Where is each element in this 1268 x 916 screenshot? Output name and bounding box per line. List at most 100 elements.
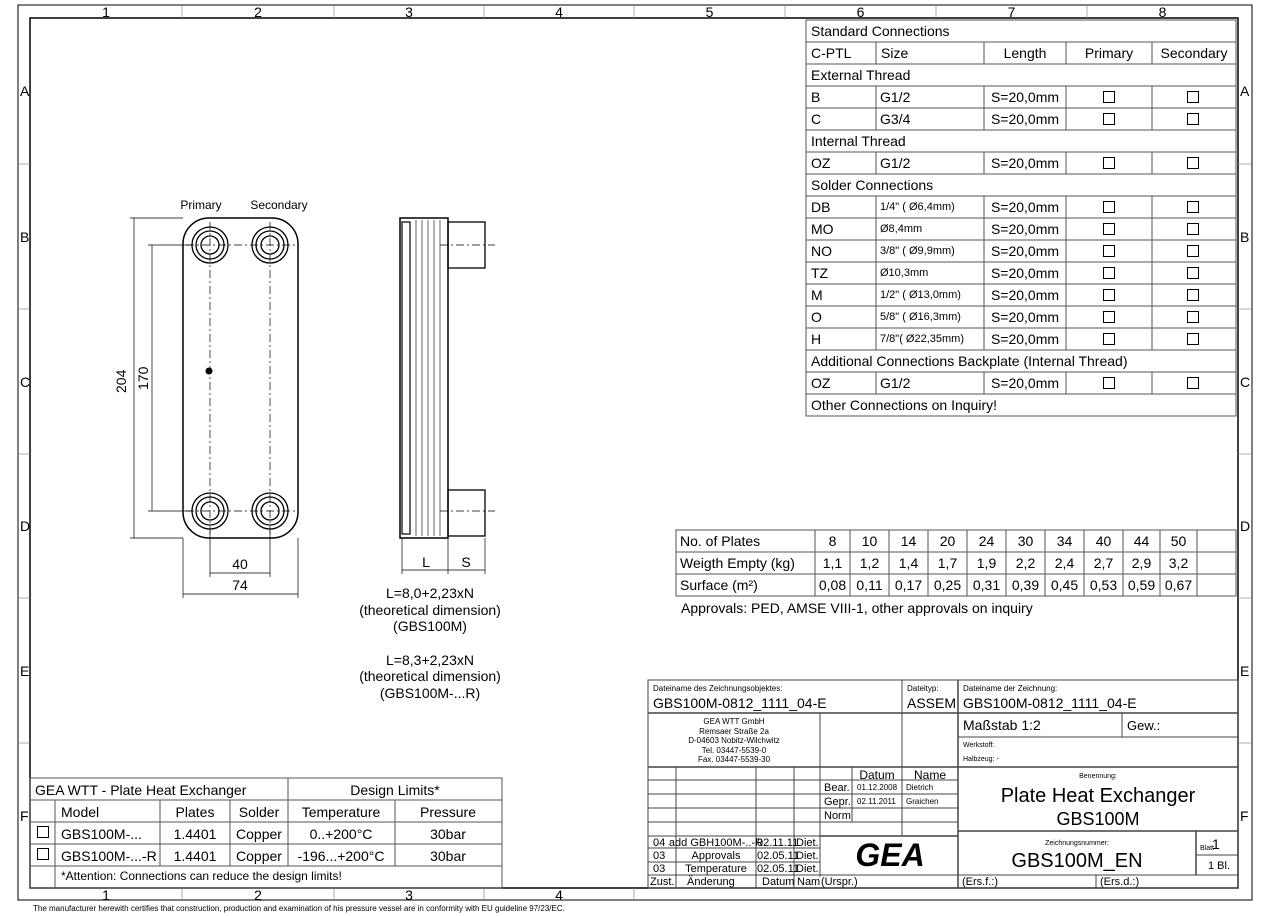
connection-size: 5/8" ( Ø16,3mm) — [880, 311, 961, 323]
plates-cell: 0,08 — [818, 577, 847, 593]
connection-length: S=20,0mm — [990, 199, 1060, 215]
frame-row-label: D — [20, 518, 31, 534]
connection-length: S=20,0mm — [990, 221, 1060, 237]
designation-label: Benennung: — [1079, 773, 1117, 780]
secondary-checkbox[interactable] — [1187, 377, 1199, 389]
gea-logo: GEA — [855, 837, 924, 873]
plates-row-label: Weigth Empty (kg) — [680, 555, 795, 571]
select-checkbox[interactable] — [37, 848, 49, 860]
column-header: Primary — [1084, 45, 1134, 61]
col-temperature: Temperature — [301, 804, 381, 820]
name-header: Name — [913, 768, 947, 782]
label-primary: Primary — [180, 198, 222, 212]
plates-cell: 30 — [1017, 533, 1034, 549]
drawing-subtitle: GBS100M — [1056, 809, 1140, 829]
connection-code: M — [811, 287, 823, 303]
plates-cell: 8 — [828, 533, 837, 549]
primary-checkbox[interactable] — [1103, 113, 1115, 125]
address-line: Fax. 03447-5539-30 — [697, 755, 771, 764]
note-line: (theoretical dimension) — [359, 668, 501, 684]
revision-state: 03 — [653, 850, 666, 862]
connection-size: G1/2 — [880, 155, 911, 171]
cell: Copper — [236, 848, 282, 864]
frame-column-label: 1 — [102, 4, 110, 20]
cell: -196...+200°C — [297, 848, 385, 864]
plates-cell: 20 — [939, 533, 956, 549]
primary-checkbox[interactable] — [1103, 377, 1115, 389]
col-pressure: Pressure — [419, 804, 477, 820]
connection-length: S=20,0mm — [990, 375, 1060, 391]
frame-column-label: 4 — [555, 887, 563, 903]
drawing-filename: GBS100M-0812_1111_04-E — [963, 695, 1137, 711]
revision-name: Diet. — [796, 837, 819, 849]
plates-cell: 1,7 — [937, 555, 958, 571]
select-checkbox[interactable] — [37, 826, 49, 838]
filetype: ASSEM — [907, 695, 957, 711]
plates-row-label: Surface (m²) — [680, 577, 758, 593]
plates-cell: 44 — [1133, 533, 1150, 549]
col-plates: Plates — [175, 804, 215, 820]
frame-column-label: 8 — [1158, 4, 1167, 20]
revision-change: Temperature — [685, 863, 747, 875]
col-model: Model — [61, 804, 100, 820]
revision-state: 04 — [653, 837, 666, 849]
replacement-for-label: (Ers.f.:) — [962, 876, 999, 888]
plates-cell: 14 — [900, 533, 917, 549]
frame-row-label: A — [1240, 83, 1250, 99]
rev-header-aenderung: Änderung — [687, 876, 735, 888]
rev-header-zust: Zust. — [650, 876, 675, 888]
plates-cell: 2,2 — [1015, 555, 1036, 571]
plates-cell: 3,2 — [1168, 555, 1189, 571]
plates-cell: 0,59 — [1127, 577, 1156, 593]
plates-cell: 0,45 — [1050, 577, 1079, 593]
connection-code: B — [811, 89, 821, 105]
frame-column-label: 4 — [555, 4, 563, 20]
connection-code: OZ — [811, 155, 831, 171]
secondary-checkbox[interactable] — [1187, 245, 1199, 257]
drawing-title: Plate Heat Exchanger — [1000, 785, 1196, 807]
plates-cell: 0,67 — [1164, 577, 1193, 593]
plates-cell: 50 — [1170, 533, 1187, 549]
design-limits-header: Design Limits* — [350, 782, 440, 798]
cell: Copper — [236, 826, 282, 842]
connection-code: MO — [811, 221, 834, 237]
primary-checkbox[interactable] — [1103, 201, 1115, 213]
plates-cell: 10 — [861, 533, 878, 549]
secondary-checkbox[interactable] — [1187, 113, 1199, 125]
section-title: Additional Connections Backplate (Intern… — [811, 353, 1128, 369]
primary-checkbox[interactable] — [1103, 157, 1115, 169]
label-secondary: Secondary — [250, 198, 308, 212]
frame-column-label: 1 — [102, 887, 110, 903]
primary-checkbox[interactable] — [1103, 289, 1115, 301]
primary-checkbox[interactable] — [1103, 245, 1115, 257]
scale: Maßstab 1:2 — [963, 717, 1041, 733]
bear-label: Bear. — [824, 782, 850, 794]
connection-length: S=20,0mm — [990, 287, 1060, 303]
connection-size: G1/2 — [880, 375, 911, 391]
note-line: (GBS100M-...R) — [379, 684, 481, 701]
primary-checkbox[interactable] — [1103, 267, 1115, 279]
frame-row-label: B — [1240, 228, 1250, 245]
cell: GBS100M-...-R — [61, 848, 157, 864]
primary-checkbox[interactable] — [1103, 91, 1115, 103]
frame-column-label: 3 — [405, 887, 413, 903]
secondary-checkbox[interactable] — [1187, 289, 1199, 301]
rev-header-name: Nam — [797, 876, 821, 888]
primary-checkbox[interactable] — [1103, 311, 1115, 323]
secondary-checkbox[interactable] — [1187, 267, 1199, 279]
secondary-checkbox[interactable] — [1187, 201, 1199, 213]
revision-state: 03 — [653, 863, 666, 875]
frame-row-label: E — [20, 662, 30, 679]
connections-footer: Other Connections on Inquiry! — [811, 397, 997, 413]
secondary-checkbox[interactable] — [1187, 333, 1199, 345]
plates-cell: 2,4 — [1054, 555, 1075, 571]
secondary-checkbox[interactable] — [1187, 157, 1199, 169]
primary-checkbox[interactable] — [1103, 223, 1115, 235]
secondary-checkbox[interactable] — [1187, 91, 1199, 103]
obj-filename: GBS100M-0812_1111_04-E — [653, 695, 827, 711]
drawing-number-label: Zeichnungsnummer: — [1045, 840, 1109, 847]
primary-checkbox[interactable] — [1103, 333, 1115, 345]
secondary-checkbox[interactable] — [1187, 311, 1199, 323]
secondary-checkbox[interactable] — [1187, 223, 1199, 235]
limits-title: GEA WTT - Plate Heat Exchanger — [35, 782, 247, 798]
